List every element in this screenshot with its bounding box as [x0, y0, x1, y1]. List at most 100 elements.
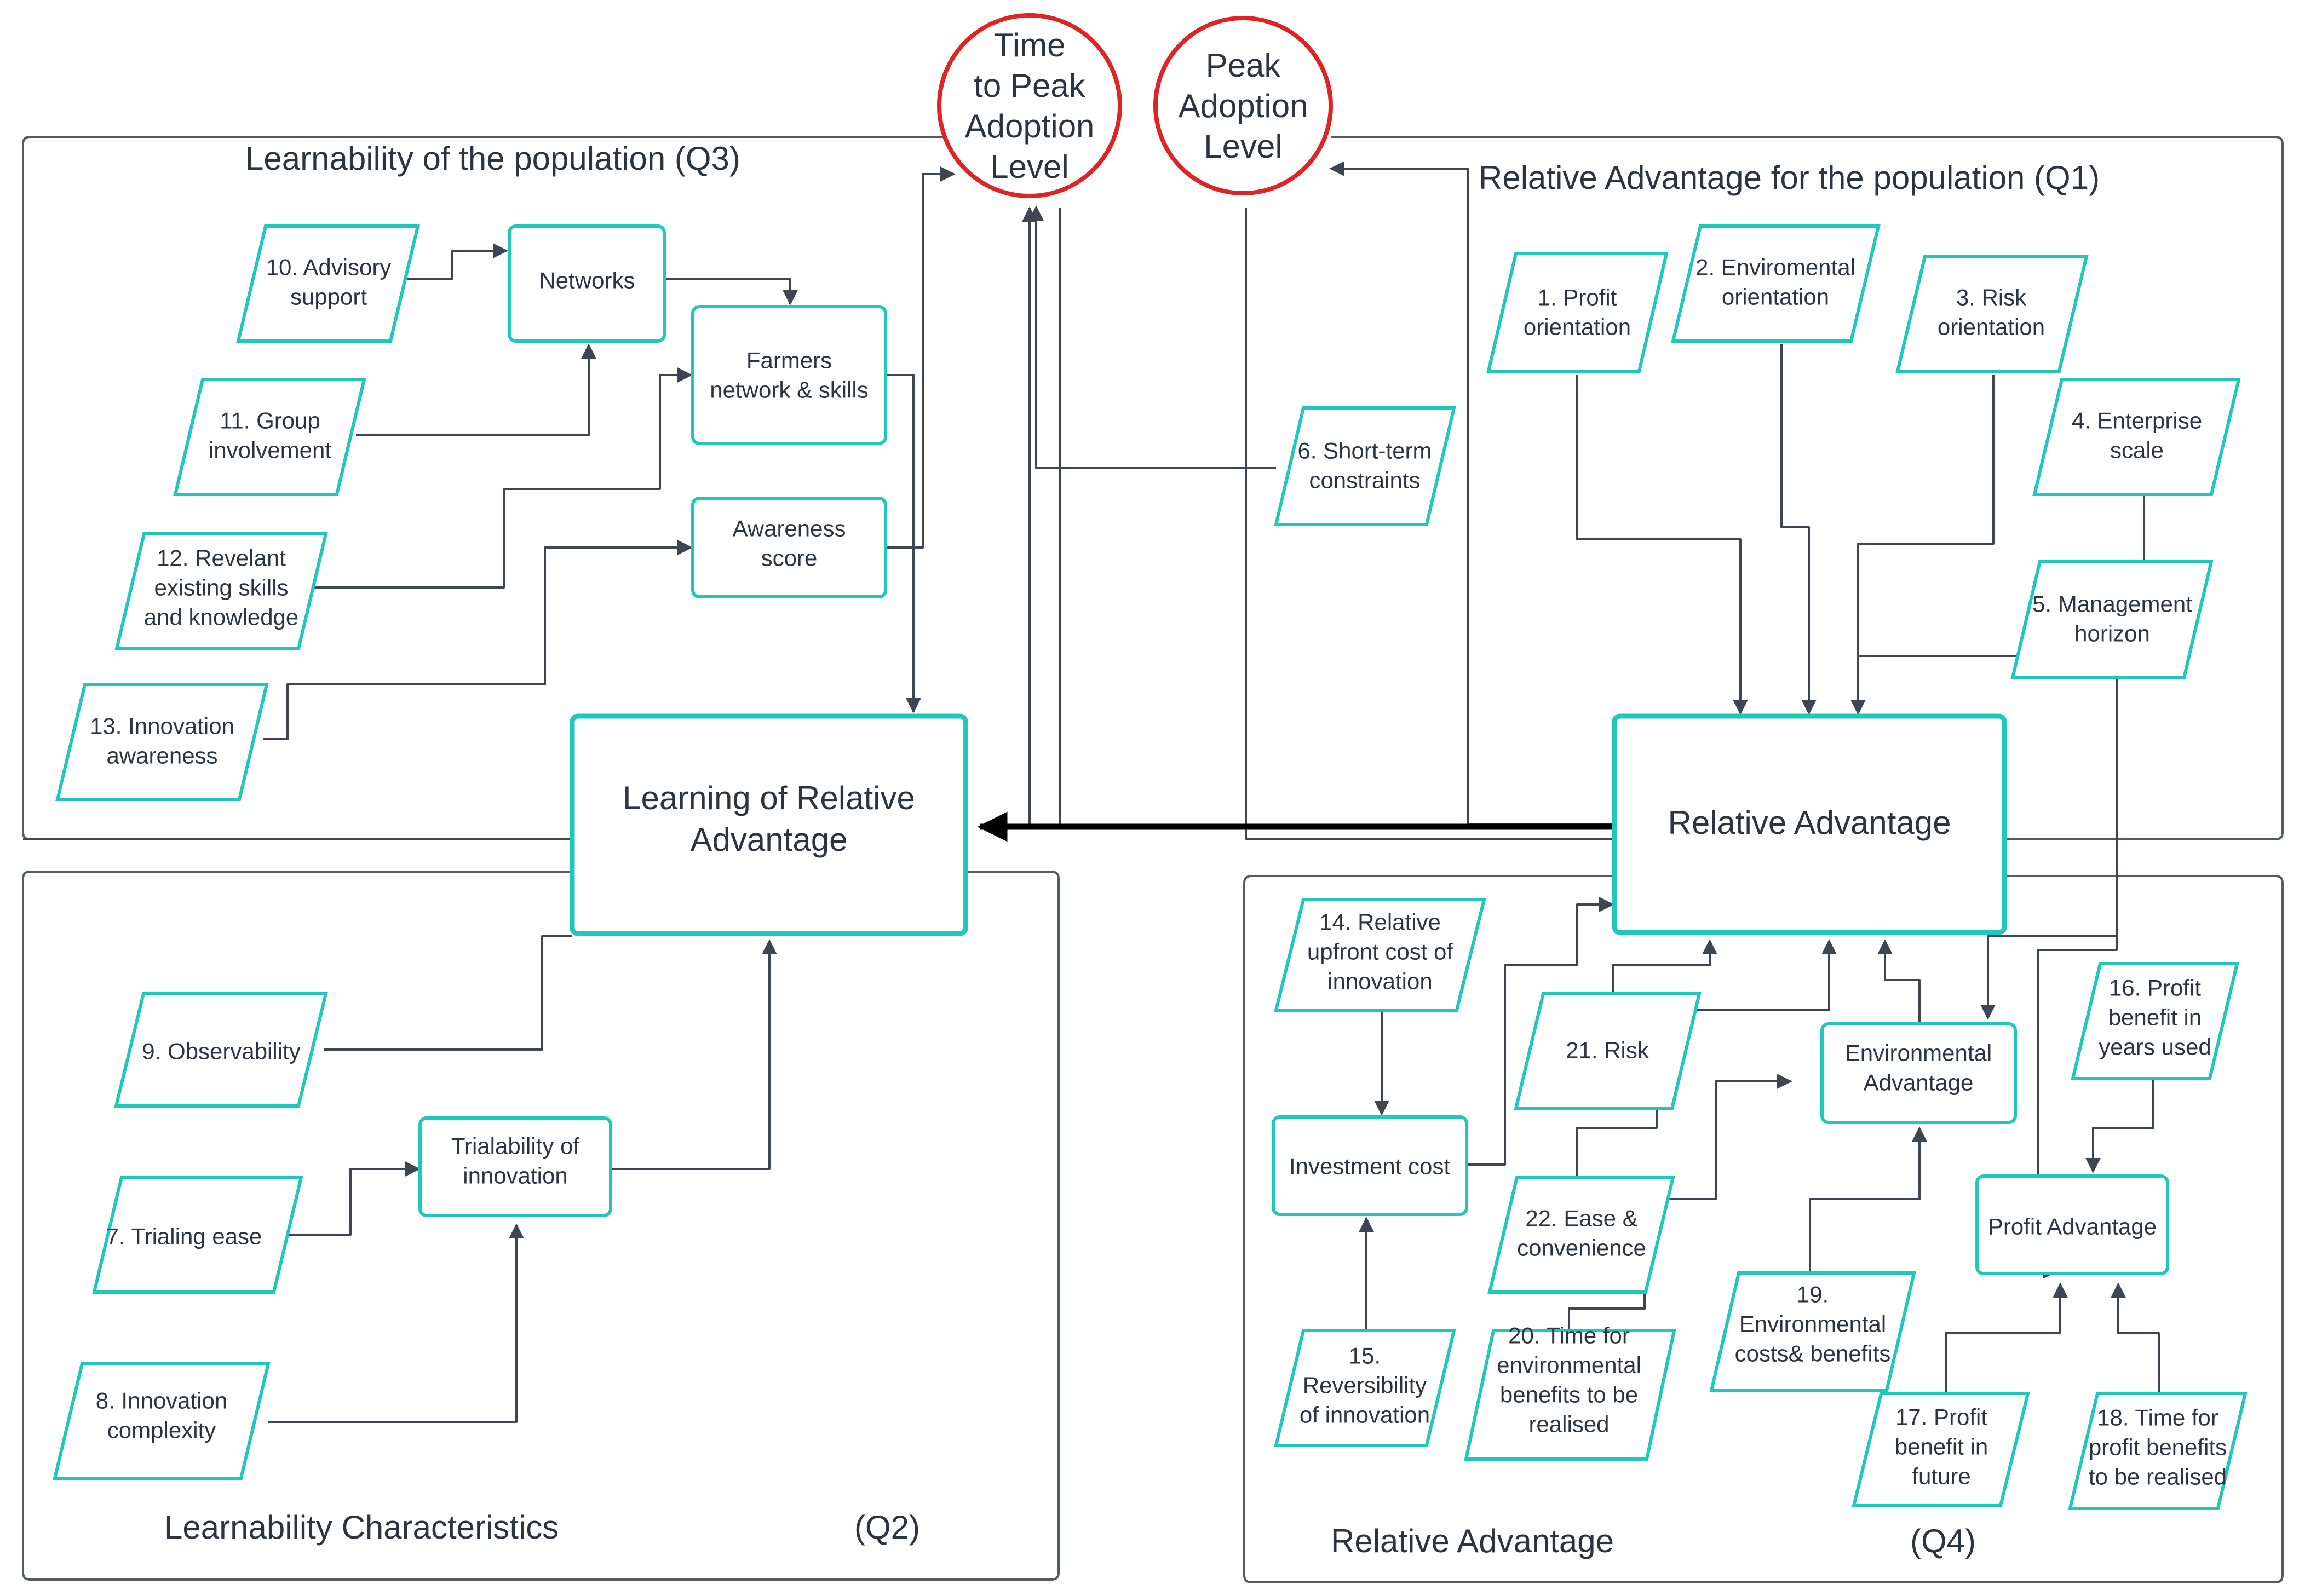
quadrant-label-q2-code: (Q2)	[854, 1509, 920, 1546]
text-line: environmental	[1497, 1352, 1641, 1378]
text-line: orientation	[1722, 284, 1829, 310]
connector-9-learning	[324, 935, 572, 1051]
text-line: Networks	[539, 268, 635, 293]
profit-advantage-label: Profit Advantage	[1988, 1214, 2157, 1240]
text-line: 9. Observability	[142, 1039, 300, 1064]
text-line: scale	[2110, 437, 2164, 463]
connectors	[23, 161, 2160, 1423]
factor-7-label: 7. Trialing ease	[106, 1224, 262, 1249]
connector-17-profit	[1945, 1282, 2068, 1393]
text-line: of innovation	[1300, 1402, 1430, 1428]
text-line: constraints	[1309, 468, 1420, 493]
connector-farmers-learning	[886, 374, 921, 713]
factor-4-label: 4. Enterprise scale	[2072, 408, 2202, 463]
text-line: 13. Innovation	[90, 713, 234, 739]
investment-cost-box[interactable]: Investment cost	[1272, 1115, 1468, 1216]
text-line: 19.	[1797, 1282, 1829, 1307]
investment-cost-label: Investment cost	[1289, 1154, 1450, 1179]
factor-21-risk[interactable]: 21. Risk	[1514, 992, 1702, 1110]
connector-investment-relative	[1467, 897, 1614, 1166]
text-line: 8. Innovation	[96, 1388, 228, 1414]
quadrant-label-q3: Learnability of the population (Q3)	[245, 140, 740, 177]
factor-2-environmental-orientation[interactable]: 2. Enviromental orientation	[1671, 224, 1881, 343]
networks-box[interactable]: Networks	[508, 224, 666, 343]
text-line: Time	[993, 27, 1065, 64]
text-line: Peak	[1206, 47, 1281, 84]
text-line: profit benefits	[2089, 1434, 2227, 1460]
connector-peak-line	[1245, 208, 1613, 840]
text-line: benefit in	[1895, 1434, 1988, 1460]
factor-7-trialing-ease[interactable]: 7. Trialing ease	[92, 1176, 303, 1294]
text-line: support	[290, 284, 367, 310]
connector-21-relative	[1612, 939, 1717, 994]
connector-10-networks	[404, 243, 508, 280]
factor-9-observability[interactable]: 9. Observability	[114, 992, 328, 1108]
factor-9-label: 9. Observability	[142, 1039, 300, 1064]
frame-q1	[1331, 136, 2284, 840]
text-line: 4. Enterprise	[2072, 408, 2202, 434]
quadrant-label-q1: Relative Advantage for the population (Q…	[1479, 159, 2100, 196]
text-line: benefit in	[2108, 1005, 2202, 1030]
text-line: network & skills	[710, 377, 868, 403]
networks-label: Networks	[539, 268, 635, 293]
connector-12-farmers	[312, 367, 693, 589]
text-line: 3. Risk	[1956, 285, 2027, 310]
text-line: Advantage	[1864, 1070, 1974, 1096]
text-line: to Peak	[974, 67, 1085, 104]
relative-advantage-box[interactable]: Relative Advantage	[1612, 713, 2007, 935]
connector-networks-farmers	[664, 278, 798, 306]
text-line: Level	[990, 148, 1068, 185]
factor-4-enterprise-scale[interactable]: 4. Enterprise scale	[2032, 378, 2241, 496]
text-line: 15.	[1349, 1343, 1381, 1369]
connector-8-trial	[268, 1223, 524, 1423]
factor-22-ease-convenience[interactable]: 22. Ease &convenience	[1487, 1176, 1675, 1294]
text-line: years used	[2099, 1034, 2211, 1060]
text-line: costs& benefits	[1735, 1341, 1891, 1367]
text-line: 2. Enviromental	[1695, 255, 1855, 280]
connector-2-relative	[1780, 344, 1817, 715]
text-line: Advantage	[691, 821, 848, 858]
text-line: Investment cost	[1289, 1154, 1450, 1179]
text-line: 20. Time for	[1508, 1323, 1630, 1349]
text-line: Adoption	[1179, 88, 1308, 124]
profit-advantage-box[interactable]: Profit Advantage	[1975, 1174, 2169, 1275]
text-line: Adoption	[965, 108, 1095, 145]
